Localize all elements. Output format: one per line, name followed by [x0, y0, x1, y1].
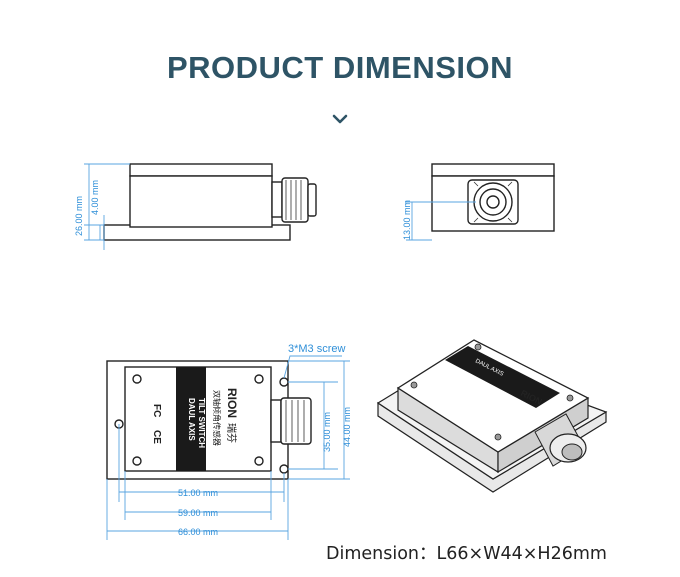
top-view-dimensions — [106, 355, 350, 540]
base-length-label: 59.00 mm — [178, 508, 218, 518]
top-view-drawing — [106, 360, 312, 480]
isometric-product-view — [376, 339, 608, 493]
side-height-label: 26.00 mm — [74, 196, 84, 236]
hole-spacing-width-label: 35.00 mm — [322, 412, 332, 452]
side-view-dimensions — [84, 163, 130, 250]
side-view-drawing — [103, 163, 317, 241]
total-length-label: 66.00 mm — [178, 527, 218, 537]
band-cn-text: 双轴倾角传感器 — [212, 390, 222, 446]
cert-mark: FC — [151, 404, 162, 417]
band-line1: DAUL AXIS — [187, 398, 196, 441]
chevron-down-icon[interactable] — [331, 113, 349, 125]
front-center-height-label: 13.00 mm — [402, 200, 412, 240]
front-view-drawing — [431, 163, 555, 232]
side-base-height-label: 4.00 mm — [90, 180, 100, 215]
cert-mark-2: CE — [151, 430, 162, 444]
screw-note-label: 3*M3 screw — [288, 343, 346, 355]
dimension-summary: Dimension：L66×W44×H26mm — [326, 544, 607, 564]
brand-cn: 瑞芬 — [225, 423, 237, 443]
total-width-label: 44.00 mm — [342, 407, 352, 447]
hole-spacing-length-label: 51.00 mm — [178, 488, 218, 498]
front-view-dimensions — [406, 201, 476, 241]
brand-logo: RION — [225, 388, 239, 418]
page-title: PRODUCT DIMENSION — [166, 50, 514, 85]
band-line2: TILT SWITCH — [197, 398, 206, 448]
